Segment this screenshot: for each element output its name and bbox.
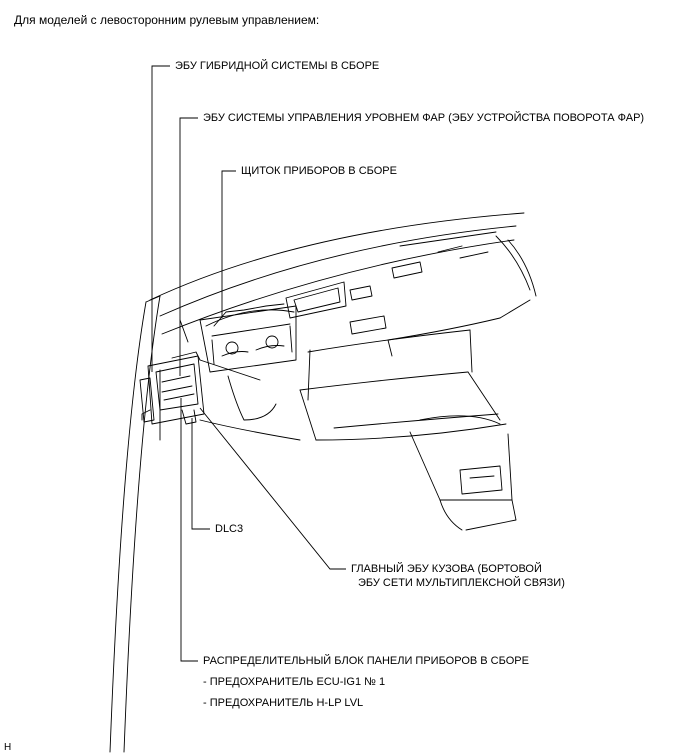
lower-dash-left bbox=[159, 359, 301, 441]
label-hybrid-ecu: ЭБУ ГИБРИДНОЙ СИСТЕМЫ В СБОРЕ bbox=[175, 60, 380, 72]
center-vents bbox=[285, 245, 489, 335]
corner-code: H bbox=[4, 742, 12, 753]
label-junction-block: РАСПРЕДЕЛИТЕЛЬНЫЙ БЛОК ПАНЕЛИ ПРИБОРОВ В… bbox=[203, 655, 529, 667]
label-dlc3: DLC3 bbox=[215, 523, 244, 535]
dashboard-outline bbox=[149, 212, 537, 343]
label-main-body-ecu-line1: ГЛАВНЫЙ ЭБУ КУЗОВА (БОРТОВОЙ bbox=[351, 563, 542, 575]
label-headlamp-ecu: ЭБУ СИСТЕМЫ УПРАВЛЕНИЯ УРОВНЕМ ФАР (ЭБУ … bbox=[203, 112, 645, 124]
label-fuse-ecu-ig1: - ПРЕДОХРАНИТЕЛЬ ECU-IG1 № 1 bbox=[203, 676, 386, 688]
label-fuse-h-lp-lvl: - ПРЕДОХРАНИТЕЛЬ H-LP LVL bbox=[203, 697, 364, 709]
leader-junction-block bbox=[180, 398, 198, 662]
glovebox-outline bbox=[387, 299, 531, 357]
leader-lines bbox=[151, 65, 346, 662]
leader-headlamp-ecu bbox=[179, 117, 198, 376]
label-combination-meter: ЩИТОК ПРИБОРОВ В СБОРЕ bbox=[241, 165, 397, 177]
leader-dlc3 bbox=[191, 418, 210, 530]
center-console bbox=[299, 329, 517, 531]
label-main-body-ecu-line2: ЭБУ СЕТИ МУЛЬТИПЛЕКСНОЙ СВЯЗИ) bbox=[358, 577, 565, 589]
diagram-heading: Для моделей с левосторонним рулевым упра… bbox=[14, 13, 320, 27]
leader-main-body-ecu bbox=[199, 407, 346, 570]
leader-hybrid-ecu bbox=[151, 65, 170, 372]
a-pillar-outline bbox=[109, 295, 161, 753]
junction-block-drawing bbox=[139, 351, 205, 425]
leader-combination-meter bbox=[221, 170, 236, 318]
